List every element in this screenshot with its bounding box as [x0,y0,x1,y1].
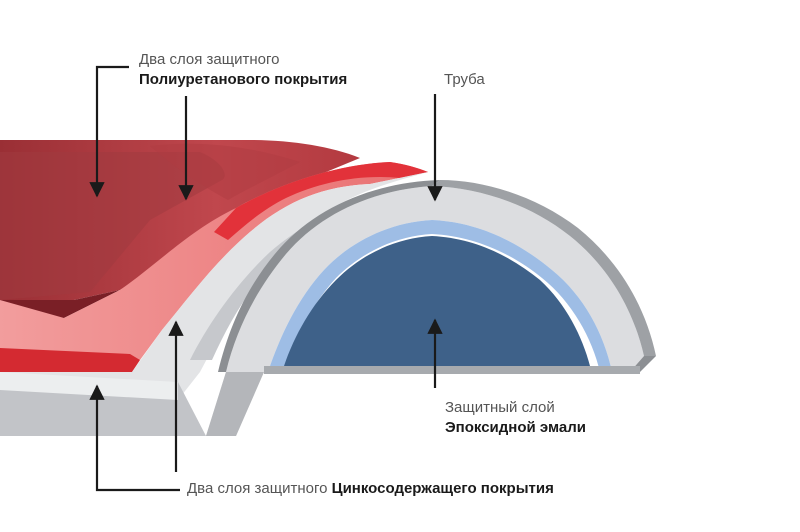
polyurethane-label-line2: Полиуретанового покрытия [139,71,348,88]
polyurethane-outer-shadow [0,152,225,300]
zinc-label-bold: Цинкосодержащего покрытия [331,480,554,497]
poly-outer-bracket [89,65,129,198]
zinc-front-edge [0,372,178,400]
polyurethane-rim [150,143,300,200]
epoxy-label: Защитный слой Эпоксидной эмали [445,398,586,438]
epoxy-blue-layer [284,236,590,366]
pipe-front-edge [206,372,264,436]
pipe-bottom-edge [264,366,640,374]
epoxy-light-layer [268,220,612,372]
pipe-wall [206,186,644,436]
zinc-label-prefix: Два слоя защитного [187,480,328,497]
zinc-layer-shade [190,190,395,360]
zinc-layer [0,172,428,400]
polyurethane-label: Два слоя защитного Полиуретанового покры… [139,50,347,90]
zinc-bracket [89,384,180,492]
pipe-outer-right [432,180,656,356]
epoxy-label-line1: Защитный слой [445,399,555,416]
polyurethane-red-front [0,348,140,372]
pipe-end-right [612,356,656,372]
polyurethane-red-band [214,162,428,240]
polyurethane-inner-layer [0,162,428,360]
polyurethane-label-line1: Два слоя защитного [139,51,280,68]
pipe-outer-dark [218,180,440,372]
epoxy-label-line2: Эпоксидной эмали [445,419,586,436]
zinc-label: Два слоя защитного Цинкосодержащего покр… [187,479,554,499]
pipe-label: Труба [444,71,485,88]
